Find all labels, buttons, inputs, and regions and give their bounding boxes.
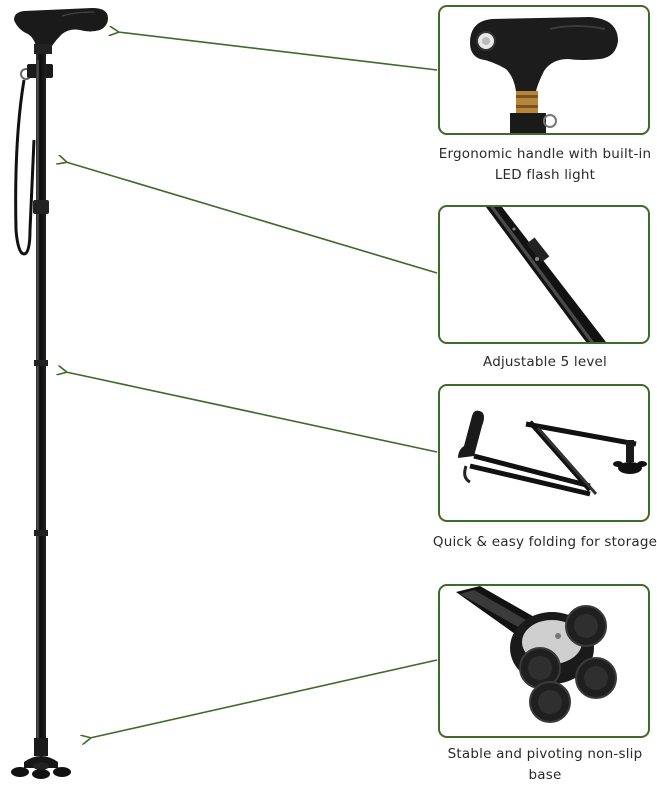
- pointer-arrow-handle: [118, 32, 438, 71]
- cane-quad-base: [11, 738, 71, 779]
- feature-panel-fold: [438, 384, 650, 522]
- shaft-lock-ring: [33, 200, 49, 214]
- shaft-joint: [34, 530, 48, 536]
- shaft-adjust-closeup-icon: [486, 207, 606, 342]
- pointer-arrow-base: [90, 659, 438, 738]
- folded-cane-icon: [458, 410, 647, 497]
- cane-shaft: [36, 54, 46, 744]
- quad-base-closeup-icon: [456, 586, 617, 723]
- handle-led-closeup-icon: [470, 17, 618, 133]
- cane-handle: [14, 8, 108, 54]
- feature-panel-adjust: [438, 205, 650, 344]
- feature-caption-handle: Ergonomic handle with built-in LED flash…: [438, 146, 652, 183]
- feature-caption-adjust: Adjustable 5 level: [483, 354, 607, 370]
- wrist-strap: [14, 68, 36, 256]
- shaft-joint: [34, 360, 48, 366]
- pointer-arrow-fold: [66, 372, 438, 453]
- feature-panel-handle: [438, 5, 650, 135]
- feature-panel-base: [438, 584, 650, 738]
- feature-caption-base: Stable and pivoting non-slip base: [447, 746, 643, 783]
- feature-caption-fold: Quick & easy folding for storage: [432, 534, 657, 550]
- pointer-arrow-adjust: [66, 162, 438, 274]
